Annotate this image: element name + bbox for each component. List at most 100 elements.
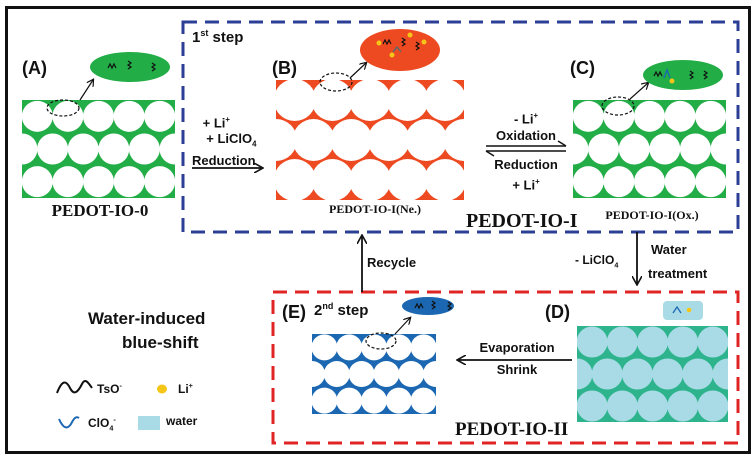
pore bbox=[22, 100, 53, 132]
pore bbox=[385, 387, 412, 414]
pore bbox=[205, 166, 236, 197]
pore bbox=[312, 396, 313, 405]
pore bbox=[664, 166, 696, 198]
legend-label-clo4: ClO4- bbox=[88, 415, 116, 433]
pore bbox=[697, 390, 728, 422]
legend-label-tso: TsO- bbox=[97, 381, 122, 396]
pore bbox=[22, 133, 38, 165]
group-label-pedot-io-ii: PEDOT-IO-II bbox=[455, 419, 569, 440]
pore bbox=[725, 179, 726, 185]
pore bbox=[682, 358, 714, 390]
pore bbox=[435, 396, 436, 405]
pore bbox=[634, 166, 665, 198]
pore bbox=[443, 119, 464, 161]
pore bbox=[588, 133, 620, 165]
pore bbox=[649, 133, 681, 165]
pore bbox=[743, 359, 756, 390]
equilibrium-arrow bbox=[485, 140, 567, 157]
pore bbox=[336, 334, 363, 361]
pore bbox=[637, 326, 668, 358]
pore bbox=[312, 343, 313, 352]
panel-label-b: (B) bbox=[272, 58, 297, 78]
clo4-chain-icon bbox=[672, 305, 682, 314]
pore bbox=[410, 334, 436, 361]
magnify-ellipse bbox=[365, 332, 397, 350]
pore bbox=[573, 166, 604, 198]
pore bbox=[577, 390, 608, 422]
step2-title: 2nd step bbox=[314, 301, 369, 319]
li-ion-icon bbox=[407, 32, 413, 38]
sample-name-b: PEDOT-IO-I(Ne.) bbox=[329, 202, 421, 216]
pore bbox=[312, 387, 338, 414]
side-title: Water-induced blue-shift bbox=[88, 309, 206, 352]
callout-a bbox=[46, 52, 170, 117]
pore bbox=[577, 326, 608, 358]
callout-e bbox=[365, 297, 454, 350]
minus-liclo4-label: - LiClO4 bbox=[575, 253, 619, 270]
pore bbox=[67, 133, 99, 165]
sample-name-a: PEDOT-IO-0 bbox=[51, 201, 149, 220]
pore bbox=[410, 387, 436, 414]
zoom-bubble bbox=[643, 60, 723, 90]
tso-chain-icon bbox=[430, 300, 437, 310]
magnify-ellipse bbox=[46, 99, 80, 117]
pore bbox=[361, 334, 387, 361]
pore bbox=[22, 166, 53, 198]
pore bbox=[292, 119, 335, 161]
pore bbox=[128, 133, 160, 165]
pore bbox=[144, 100, 175, 132]
pore bbox=[174, 113, 175, 119]
pore bbox=[667, 326, 699, 358]
pore bbox=[712, 358, 728, 390]
pore bbox=[603, 166, 635, 198]
pore bbox=[311, 80, 354, 121]
tso-chain-icon bbox=[653, 70, 663, 78]
pore bbox=[637, 390, 668, 422]
li-ion-icon bbox=[669, 78, 675, 84]
reduction-label: Reduction + Li+ bbox=[494, 157, 558, 193]
pore bbox=[52, 166, 84, 198]
pore bbox=[727, 402, 728, 410]
pore bbox=[386, 159, 429, 200]
pore bbox=[274, 361, 300, 387]
panel-label-a: (A) bbox=[22, 58, 47, 78]
tso-chain-icon bbox=[400, 37, 407, 47]
tso-chain-icon bbox=[414, 302, 424, 310]
pore bbox=[386, 80, 429, 121]
sample-name-c: PEDOT-IO-I(Ox.) bbox=[605, 208, 699, 222]
pore bbox=[83, 166, 114, 198]
pore bbox=[0, 134, 7, 165]
pore bbox=[276, 119, 297, 161]
tso-chain-icon bbox=[446, 301, 453, 311]
zoom-bubble bbox=[402, 297, 454, 315]
pore bbox=[348, 361, 375, 387]
pore bbox=[349, 80, 391, 121]
pore bbox=[695, 166, 726, 198]
group-label-pedot-io-i: PEDOT-IO-I bbox=[466, 210, 578, 232]
pore bbox=[725, 113, 726, 119]
pore bbox=[573, 133, 589, 165]
clo4-wave-icon bbox=[58, 416, 80, 429]
pore bbox=[22, 179, 23, 185]
lattice-a-pedot-io-0 bbox=[0, 100, 236, 198]
pore bbox=[22, 113, 23, 119]
tso-chain-icon bbox=[150, 62, 157, 72]
water-treatment-label: Water treatment bbox=[648, 242, 708, 281]
shrink-label: Shrink bbox=[496, 362, 538, 377]
pore bbox=[621, 358, 653, 390]
panel-label-e: (E) bbox=[282, 302, 306, 322]
pore bbox=[144, 166, 175, 198]
pore bbox=[373, 361, 400, 387]
recycle-label: Recycle bbox=[367, 255, 417, 270]
pore bbox=[276, 159, 316, 200]
pore bbox=[461, 170, 464, 190]
pore bbox=[618, 133, 650, 165]
pore bbox=[741, 134, 756, 165]
pore bbox=[697, 326, 728, 358]
pore bbox=[667, 390, 699, 422]
pore bbox=[435, 343, 436, 352]
pore bbox=[727, 338, 728, 346]
pore bbox=[398, 361, 425, 387]
legend-label-water: water bbox=[166, 414, 198, 428]
